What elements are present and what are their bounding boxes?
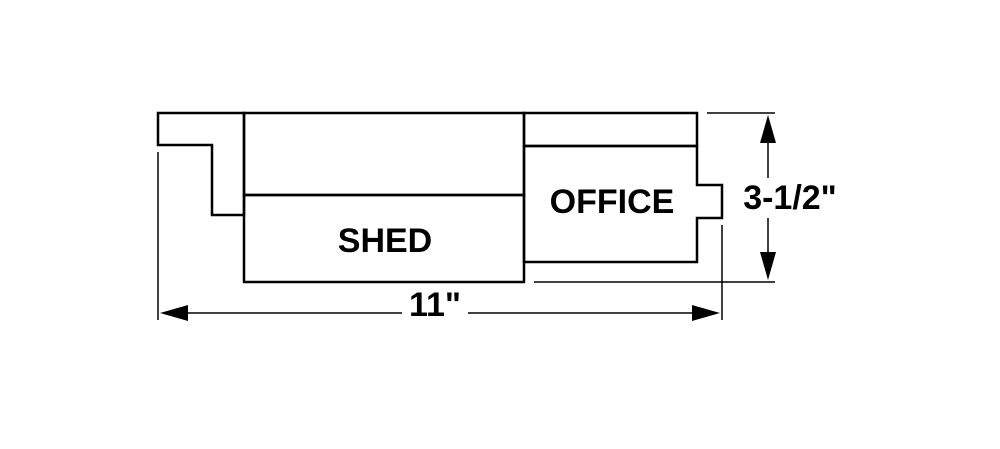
height-arrow-up-icon <box>760 115 776 143</box>
office-room <box>522 144 724 264</box>
left-l-piece <box>156 111 246 217</box>
height-dimension-label: 3-1/2" <box>743 179 837 217</box>
office-top-strip <box>522 111 699 148</box>
height-arrow-down-icon <box>760 252 776 280</box>
shed-label: SHED <box>338 222 432 260</box>
width-dimension-label: 11" <box>409 286 461 324</box>
width-arrow-right-icon <box>692 305 720 321</box>
width-arrow-left-icon <box>160 305 188 321</box>
office-label: OFFICE <box>550 183 675 221</box>
shed-top-section <box>242 111 526 197</box>
